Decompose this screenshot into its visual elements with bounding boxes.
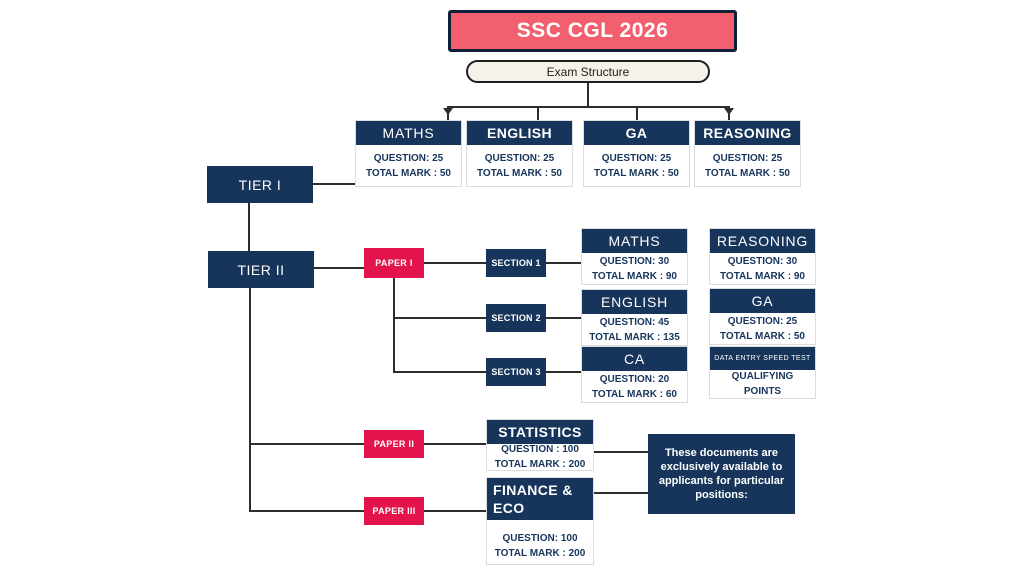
- total-mark-line: TOTAL MARK : 50: [719, 330, 805, 342]
- section3-node: SECTION 3: [486, 358, 546, 386]
- qualifying-points-line: QUALIFYING POINTS: [731, 371, 794, 397]
- subject-card-body: QUESTION : 100 TOTAL MARK : 200: [487, 444, 593, 470]
- connector-line: [546, 371, 581, 373]
- subject-card-ga-s2: GA QUESTION: 25 TOTAL MARK : 50: [709, 288, 816, 345]
- question-line: QUESTION: 20: [599, 373, 670, 385]
- subject-card-maths-tier1: MATHS QUESTION: 25 TOTAL MARK : 50: [355, 120, 462, 187]
- connector-line: [594, 492, 648, 494]
- connector-line: [393, 371, 486, 373]
- subject-card-maths-s1: MATHS QUESTION: 30 TOTAL MARK : 90: [581, 228, 688, 285]
- total-mark-line: TOTAL MARK : 50: [593, 167, 679, 179]
- statistics-card: STATISTICS QUESTION : 100 TOTAL MARK : 2…: [486, 419, 594, 471]
- exam-structure-pill: Exam Structure: [466, 60, 710, 83]
- connector-line: [393, 278, 395, 373]
- connector-line: [313, 183, 355, 185]
- subject-card-body: QUESTION: 30 TOTAL MARK : 90: [710, 253, 815, 284]
- data-entry-speed-test-card: DATA ENTRY SPEED TEST QUALIFYING POINTS: [709, 346, 816, 399]
- section1-node: SECTION 1: [486, 249, 546, 277]
- connector-line: [448, 106, 729, 108]
- total-mark-line: TOTAL MARK : 50: [704, 167, 790, 179]
- connector-line: [424, 262, 486, 264]
- tier2-node: TIER II: [208, 251, 314, 288]
- connector-line: [424, 510, 486, 512]
- arrow-down-icon: [443, 108, 453, 115]
- total-mark-line: TOTAL MARK : 90: [719, 270, 805, 282]
- subject-card-body: QUESTION: 100 TOTAL MARK : 200: [487, 520, 593, 564]
- total-mark-line: TOTAL MARK : 90: [591, 270, 677, 282]
- subject-card-header: DATA ENTRY SPEED TEST: [710, 347, 815, 370]
- subject-card-header: ENGLISH: [467, 121, 572, 145]
- connector-line: [249, 510, 364, 512]
- connector-line: [248, 203, 250, 251]
- question-line: QUESTION: 45: [599, 316, 670, 328]
- tier1-node: TIER I: [207, 166, 313, 203]
- question-line: QUESTION : 100: [501, 444, 579, 455]
- subject-card-reasoning-tier1: REASONING QUESTION: 25 TOTAL MARK : 50: [694, 120, 801, 187]
- question-line: QUESTION: 30: [727, 255, 798, 267]
- note-box: These documents are exclusively availabl…: [648, 434, 795, 514]
- subject-card-header: STATISTICS: [487, 420, 593, 444]
- connector-line: [249, 443, 364, 445]
- connector-line: [537, 106, 539, 120]
- subject-card-body: QUALIFYING POINTS: [710, 370, 815, 398]
- connector-line: [546, 262, 581, 264]
- title-banner: SSC CGL 2026: [448, 10, 737, 52]
- subject-card-header: GA: [584, 121, 689, 145]
- connector-line: [313, 267, 364, 269]
- total-mark-line: TOTAL MARK : 135: [589, 331, 680, 343]
- paper1-node: PAPER I: [364, 248, 424, 278]
- connector-line: [594, 451, 648, 453]
- subject-card-reasoning-s1: REASONING QUESTION: 30 TOTAL MARK : 90: [709, 228, 816, 285]
- finance-eco-card: FINANCE & ECO QUESTION: 100 TOTAL MARK :…: [486, 477, 594, 565]
- subject-card-header: MATHS: [582, 229, 687, 253]
- total-mark-line: TOTAL MARK : 50: [365, 167, 451, 179]
- subject-card-ca-s3: CA QUESTION: 20 TOTAL MARK : 60: [581, 346, 688, 403]
- connector-line: [393, 317, 486, 319]
- subject-card-body: QUESTION: 25 TOTAL MARK : 50: [356, 145, 461, 186]
- connector-line: [424, 443, 486, 445]
- subject-card-body: QUESTION: 25 TOTAL MARK : 50: [467, 145, 572, 186]
- question-line: QUESTION: 25: [712, 152, 783, 164]
- arrow-down-icon: [724, 108, 734, 115]
- subject-card-body: QUESTION: 25 TOTAL MARK : 50: [584, 145, 689, 186]
- total-mark-line: TOTAL MARK : 200: [494, 548, 586, 559]
- subject-card-header: CA: [582, 347, 687, 371]
- total-mark-line: TOTAL MARK : 200: [494, 459, 586, 470]
- subject-card-header: FINANCE & ECO: [487, 478, 593, 520]
- subject-card-header: REASONING: [710, 229, 815, 253]
- subject-card-english-s2: ENGLISH QUESTION: 45 TOTAL MARK : 135: [581, 289, 688, 346]
- connector-line: [636, 106, 638, 120]
- subject-card-body: QUESTION: 25 TOTAL MARK : 50: [710, 313, 815, 344]
- subject-card-header: ENGLISH: [582, 290, 687, 314]
- question-line: QUESTION: 25: [373, 152, 444, 164]
- section2-node: SECTION 2: [486, 304, 546, 332]
- paper2-node: PAPER II: [364, 430, 424, 458]
- question-line: QUESTION: 25: [727, 315, 798, 327]
- subject-card-english-tier1: ENGLISH QUESTION: 25 TOTAL MARK : 50: [466, 120, 573, 187]
- connector-line: [587, 83, 589, 107]
- subject-card-header: REASONING: [695, 121, 800, 145]
- subject-card-body: QUESTION: 45 TOTAL MARK : 135: [582, 314, 687, 345]
- subject-card-header: MATHS: [356, 121, 461, 145]
- total-mark-line: TOTAL MARK : 50: [476, 167, 562, 179]
- question-line: QUESTION: 25: [601, 152, 672, 164]
- subject-card-header: GA: [710, 289, 815, 313]
- connector-line: [249, 287, 251, 512]
- question-line: QUESTION: 100: [502, 533, 578, 544]
- subject-card-body: QUESTION: 25 TOTAL MARK : 50: [695, 145, 800, 186]
- question-line: QUESTION: 25: [484, 152, 555, 164]
- connector-line: [546, 317, 581, 319]
- subject-card-body: QUESTION: 30 TOTAL MARK : 90: [582, 253, 687, 284]
- paper3-node: PAPER III: [364, 497, 424, 525]
- subject-card-body: QUESTION: 20 TOTAL MARK : 60: [582, 371, 687, 402]
- question-line: QUESTION: 30: [599, 255, 670, 267]
- subject-card-ga-tier1: GA QUESTION: 25 TOTAL MARK : 50: [583, 120, 690, 187]
- total-mark-line: TOTAL MARK : 60: [591, 388, 677, 400]
